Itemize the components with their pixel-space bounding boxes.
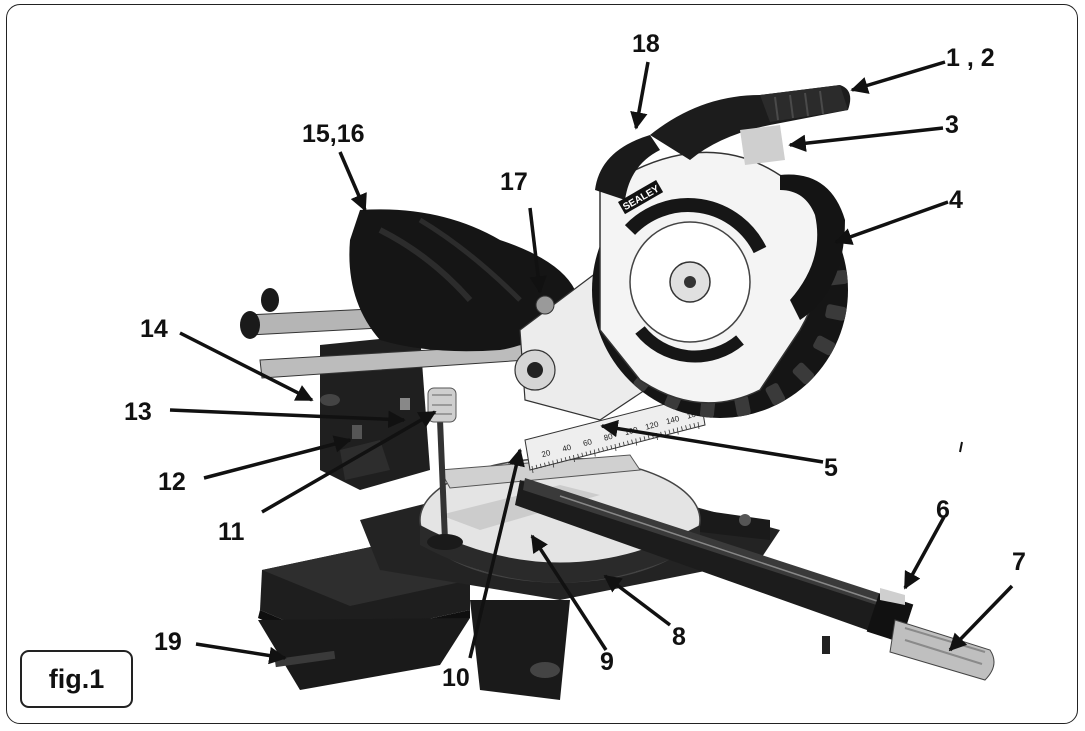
callout-13: 13 xyxy=(124,398,152,426)
callout-14: 14 xyxy=(140,315,168,343)
scale-tick xyxy=(647,435,650,440)
scale-tick xyxy=(627,440,629,445)
scale-tick xyxy=(593,449,596,457)
leader-5 xyxy=(600,419,824,464)
scale-tick xyxy=(560,458,563,463)
scale-tick xyxy=(598,448,600,453)
scale-tick xyxy=(697,421,700,430)
scale-tick xyxy=(573,454,575,463)
scale-tick xyxy=(585,451,588,456)
scale-tick xyxy=(685,425,687,430)
scale-tick xyxy=(544,462,546,467)
scale-tick xyxy=(643,436,646,441)
scale-tick xyxy=(681,426,683,431)
scale-tick xyxy=(602,447,604,452)
scale-tick xyxy=(635,438,638,446)
callout-17: 17 xyxy=(500,168,528,196)
scale-tick xyxy=(552,460,555,468)
leader-14 xyxy=(179,331,314,402)
leader-lines xyxy=(169,60,1014,665)
callout-6: 6 xyxy=(936,496,950,524)
scale-tick xyxy=(531,465,534,474)
leader-17 xyxy=(528,207,547,294)
scale-tick xyxy=(693,423,696,428)
leader-11 xyxy=(261,410,437,514)
scale-tick xyxy=(581,452,584,457)
leader-10 xyxy=(468,448,525,659)
scale-mark: 20 xyxy=(541,448,552,459)
leader-9 xyxy=(530,534,608,651)
leader-4 xyxy=(834,200,949,245)
guard-segment xyxy=(765,383,786,406)
scale-tick xyxy=(614,443,617,452)
scale-tick xyxy=(556,459,559,464)
scale-tick xyxy=(631,439,633,444)
dust-bag xyxy=(349,209,575,352)
scale-tick xyxy=(610,445,613,450)
callout-labels: 1 , 2 3 4 5 6 7 8 9 10 11 12 13 14 15,16… xyxy=(124,30,1026,692)
scale-tick xyxy=(606,446,609,451)
scale-tick xyxy=(568,456,571,461)
leader-13 xyxy=(169,408,406,429)
leader-6 xyxy=(903,516,946,590)
callout-4: 4 xyxy=(949,186,963,214)
callout-15-16: 15,16 xyxy=(302,120,365,148)
guard-segment xyxy=(792,362,815,385)
leader-18 xyxy=(630,61,650,130)
figure-label: fig.1 xyxy=(20,650,133,708)
callout-8: 8 xyxy=(672,623,686,651)
scale-mark: 120 xyxy=(644,419,660,431)
scale-tick xyxy=(577,453,580,458)
clamp-lever-handle xyxy=(889,619,995,681)
scale-tick xyxy=(539,463,542,468)
scale-tick xyxy=(664,430,667,435)
leader-8 xyxy=(603,574,672,627)
callout-19: 19 xyxy=(154,628,182,656)
scale-tick xyxy=(639,437,642,442)
callout-10: 10 xyxy=(442,664,470,692)
operating-handle xyxy=(595,85,851,320)
callout-3: 3 xyxy=(945,111,959,139)
scale-mark: 60 xyxy=(582,437,593,448)
scale-tick xyxy=(622,441,625,446)
scale-tick xyxy=(672,428,675,433)
callout-9: 9 xyxy=(600,648,614,676)
callout-7: 7 xyxy=(1012,548,1026,576)
leader-3 xyxy=(788,126,944,152)
scale-tick xyxy=(535,464,538,469)
scale-tick xyxy=(564,457,567,462)
guard-segment xyxy=(813,335,836,356)
figure-frame xyxy=(6,4,1078,724)
callout-5: 5 xyxy=(824,454,838,482)
guard-segment xyxy=(734,395,751,417)
scale-tick xyxy=(618,442,621,447)
stray-mark xyxy=(959,441,963,453)
scale-tick xyxy=(668,429,671,434)
callout-18: 18 xyxy=(632,30,660,58)
callout-12: 12 xyxy=(158,468,186,496)
scale-mark: 140 xyxy=(665,414,681,426)
callout-1-2: 1 , 2 xyxy=(946,44,995,72)
leader-7 xyxy=(948,584,1014,652)
scale-tick xyxy=(589,450,592,455)
leader-12 xyxy=(203,435,352,480)
callout-11: 11 xyxy=(218,518,245,546)
leader-15-16 xyxy=(338,151,367,212)
scale-tick xyxy=(689,424,692,429)
guard-segment xyxy=(825,304,847,321)
scale-tick xyxy=(548,461,550,466)
leader-19 xyxy=(195,642,287,665)
scale-mark: 40 xyxy=(561,443,572,454)
leader-1-2 xyxy=(850,60,946,94)
scale-tick xyxy=(676,427,679,435)
